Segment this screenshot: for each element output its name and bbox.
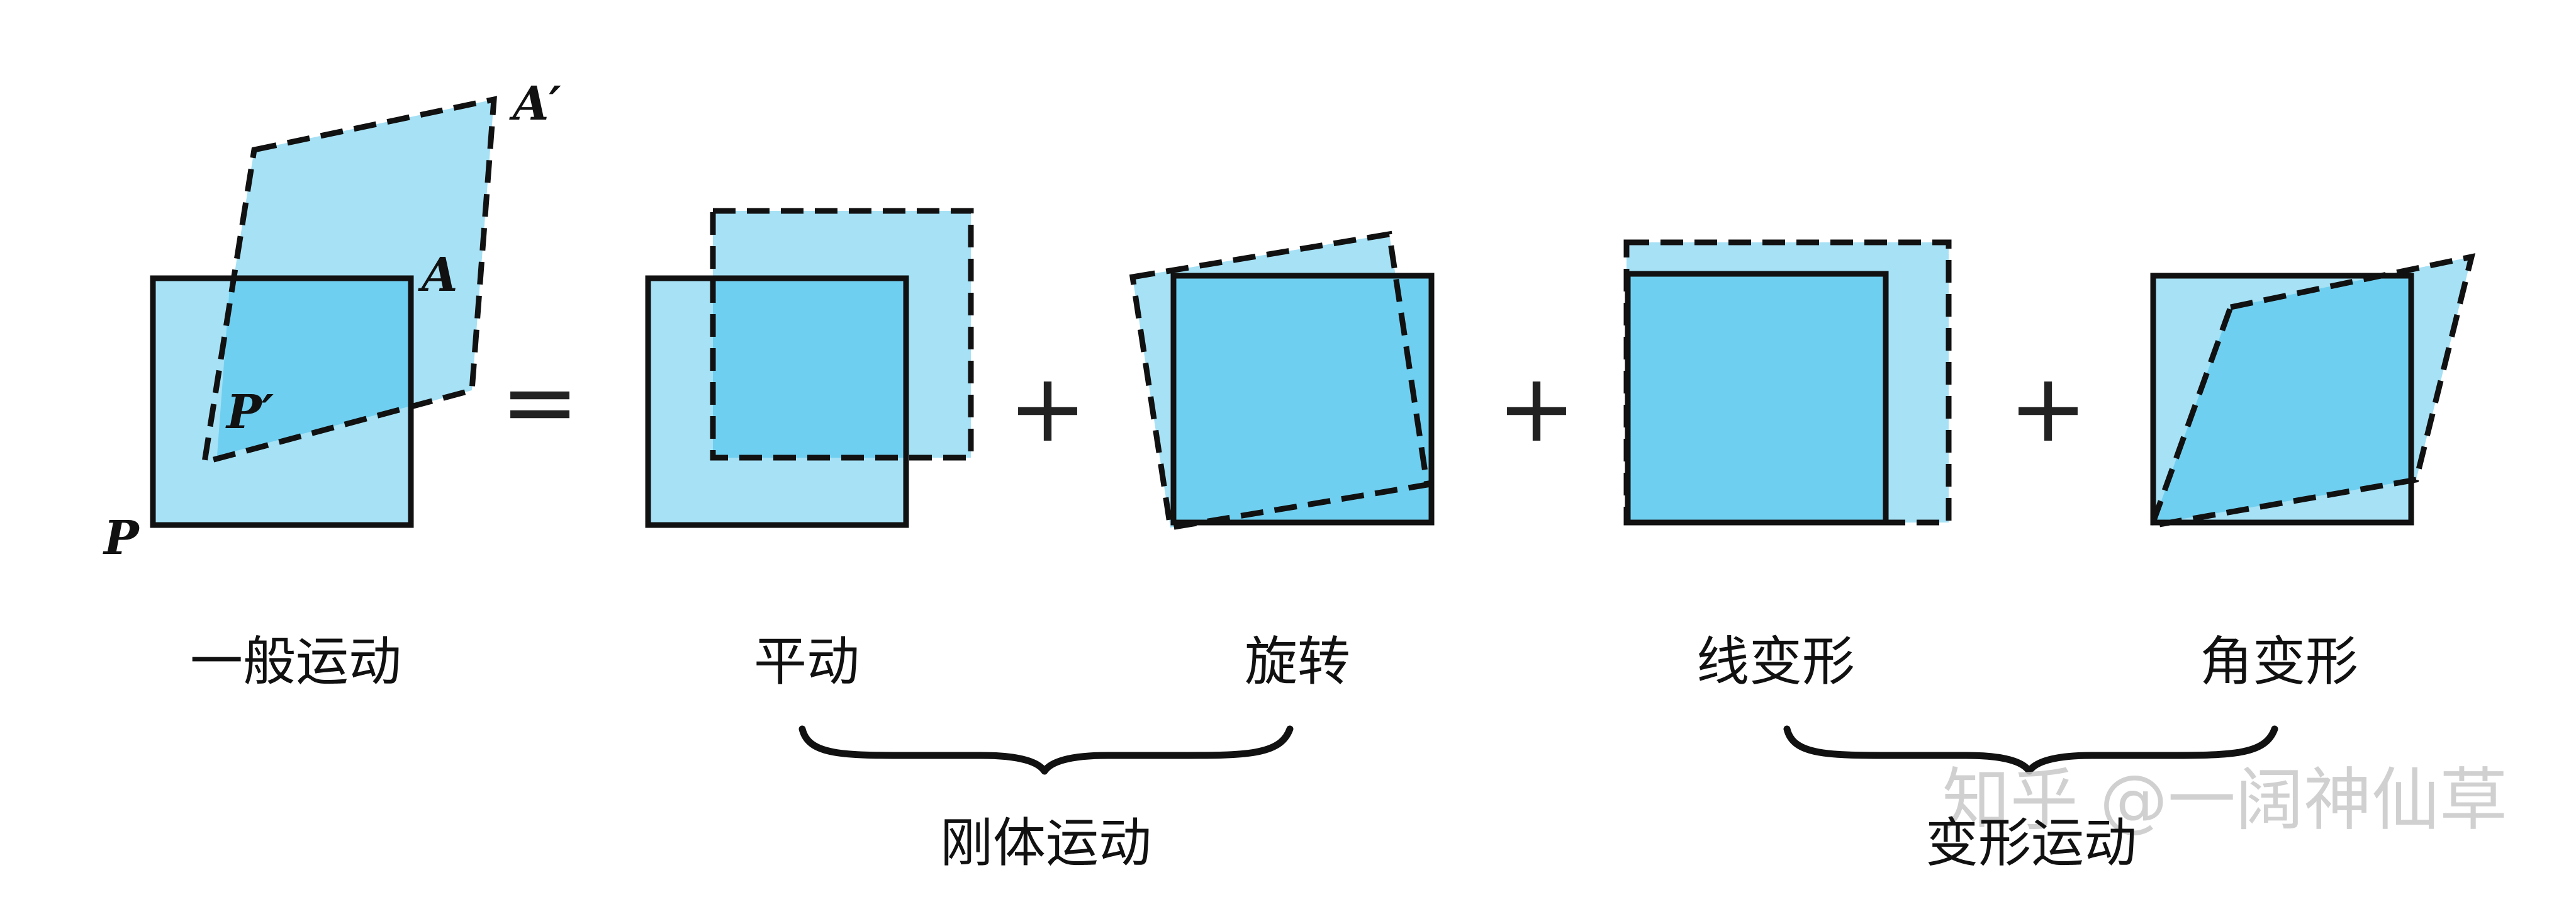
deformation-brace	[1783, 725, 2278, 775]
label-rotation: 旋转	[1245, 631, 1350, 692]
point-a-label: A	[418, 248, 457, 302]
panel-translation	[645, 208, 974, 528]
label-rigid-body-motion: 刚体运动	[940, 812, 1151, 874]
sheared-parallelogram-outline	[2148, 253, 2476, 529]
panel-angular-deformation	[2148, 253, 2476, 529]
point-a-prime-label: A′	[509, 77, 561, 131]
watermark: 知乎 @一阔神仙草	[1942, 761, 2507, 840]
rotated-square-outline	[1129, 230, 1431, 531]
equals-sign: =	[500, 347, 580, 457]
original-square	[1628, 274, 1886, 523]
overlap-region	[713, 278, 906, 458]
panel-linear-deformation	[1623, 239, 1952, 526]
point-p-label: P	[103, 511, 140, 565]
point-p-prime-label: P′	[225, 385, 274, 439]
label-general-motion: 一般运动	[190, 631, 401, 692]
plus-sign: +	[1008, 354, 1087, 463]
plus-sign: +	[2008, 354, 2088, 463]
overlap-region	[217, 278, 411, 456]
deformed-parallelogram-outline	[201, 96, 497, 466]
original-square	[1173, 276, 1431, 523]
original-square-outline	[1170, 273, 1435, 526]
label-linear-deformation: 线变形	[1696, 631, 1855, 692]
plus-sign: +	[1497, 354, 1576, 463]
panel-rotation	[1129, 230, 1435, 531]
overlap-region	[2153, 269, 2411, 524]
translated-square-outline	[710, 208, 974, 461]
rigid-body-brace	[798, 725, 1294, 775]
label-deformation-motion: 变形运动	[1925, 812, 2137, 874]
panel-general-motion: A′ A P′ P	[103, 77, 561, 565]
original-square-outline	[2150, 273, 2414, 526]
stretched-rectangle-outline	[1623, 239, 1952, 526]
label-angular-deformation: 角变形	[2200, 631, 2358, 692]
original-square-outline	[645, 275, 909, 528]
label-translation: 平动	[754, 631, 860, 692]
original-square-outline	[150, 275, 414, 528]
